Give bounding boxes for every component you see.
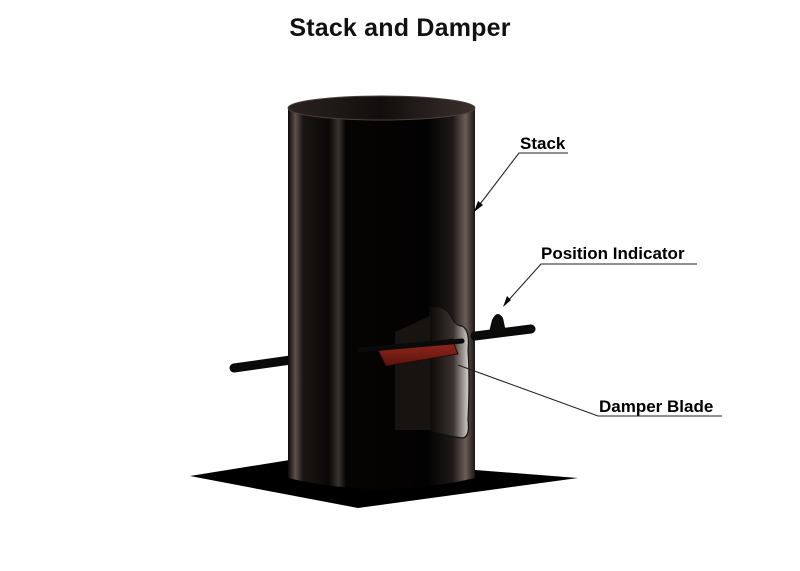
- callout-label-position-indicator: Position Indicator: [541, 244, 685, 263]
- leader-line-damper-blade: [457, 364, 722, 417]
- diagram-title: Stack and Damper: [289, 14, 511, 42]
- stack-top-rim: [287, 95, 476, 121]
- damper-shaft-inner: [357, 338, 465, 353]
- callout-label-stack: Stack: [520, 134, 566, 153]
- leader-line-stack: [476, 152, 568, 209]
- callout-label-damper-blade: Damper Blade: [599, 397, 714, 416]
- leader-arrow-stack: [474, 201, 483, 212]
- cutaway-inner-wall: [395, 316, 430, 430]
- leader-line-position-indicator: [505, 263, 697, 304]
- cutaway-window: [429, 306, 470, 439]
- leader-arrow-position-indicator: [503, 296, 511, 307]
- position-indicator: [488, 313, 506, 336]
